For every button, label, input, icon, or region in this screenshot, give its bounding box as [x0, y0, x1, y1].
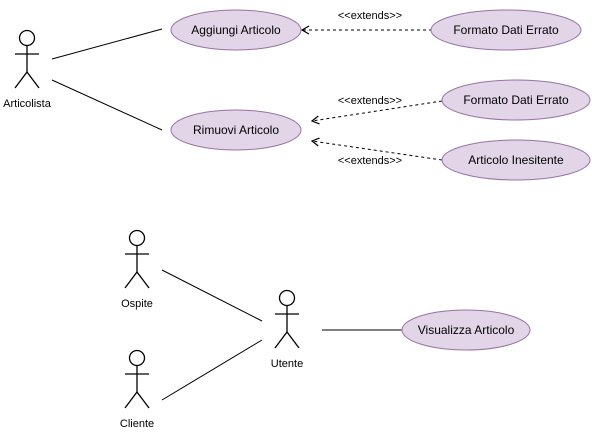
usecase-formato-dati-errato-2[interactable]: Formato Dati Errato — [441, 79, 591, 121]
usecase-label: Formato Dati Errato — [453, 23, 559, 37]
usecase-formato-dati-errato-1[interactable]: Formato Dati Errato — [430, 9, 582, 51]
extends-label-2: <<extends>> — [338, 95, 402, 107]
actor-leg-left — [124, 271, 138, 289]
usecase-ellipse — [441, 79, 591, 121]
usecase-label: Visualizza Articolo — [418, 323, 515, 337]
usecase-visualizza-articolo[interactable]: Visualizza Articolo — [401, 309, 531, 351]
actor-leg-right — [136, 271, 150, 289]
usecase-label: Articolo Inesitente — [468, 153, 564, 167]
usecase-articolo-inesistente[interactable]: Articolo Inesitente — [441, 139, 591, 181]
usecase-ellipse — [170, 109, 302, 151]
actor-head-icon — [128, 229, 146, 247]
usecase-label: Formato Dati Errato — [463, 93, 569, 107]
association-articolista-rimuovi — [51, 79, 163, 131]
actor-cliente[interactable] — [124, 349, 150, 409]
actor-label-ospite: Ospite — [121, 298, 153, 310]
extend-arrow-2 — [310, 100, 443, 125]
actor-head-icon — [18, 29, 36, 47]
actor-leg-left — [274, 331, 288, 349]
association-articolista-aggiungi — [51, 28, 163, 60]
usecase-rimuovi-articolo[interactable]: Rimuovi Articolo — [170, 109, 302, 151]
usecase-label: Rimuovi Articolo — [193, 123, 279, 137]
actor-label-cliente: Cliente — [120, 418, 154, 430]
usecase-label: Aggiungi Articolo — [191, 23, 281, 37]
usecase-aggiungi-articolo[interactable]: Aggiungi Articolo — [170, 9, 302, 51]
actor-leg-right — [136, 391, 150, 409]
usecase-ellipse — [170, 9, 302, 51]
usecase-ellipse — [441, 139, 591, 181]
actor-leg-right — [26, 71, 40, 89]
actor-leg-left — [14, 71, 28, 89]
extend-arrow-3 — [310, 137, 443, 161]
extends-label-3: <<extends>> — [338, 155, 402, 167]
actor-label-utente: Utente — [271, 358, 303, 370]
actor-head-icon — [278, 289, 296, 307]
actor-leg-left — [124, 391, 138, 409]
actor-articolista[interactable] — [14, 29, 40, 89]
association-ospite-utente — [161, 269, 263, 322]
usecase-ellipse — [401, 309, 531, 351]
association-cliente-utente — [161, 339, 263, 401]
actor-utente[interactable] — [274, 289, 300, 349]
extends-label-1: <<extends>> — [338, 10, 402, 22]
actor-leg-right — [286, 331, 300, 349]
actor-ospite[interactable] — [124, 229, 150, 289]
usecase-ellipse — [430, 9, 582, 51]
actor-label-articolista: Articolista — [3, 98, 52, 110]
actor-head-icon — [128, 349, 146, 367]
